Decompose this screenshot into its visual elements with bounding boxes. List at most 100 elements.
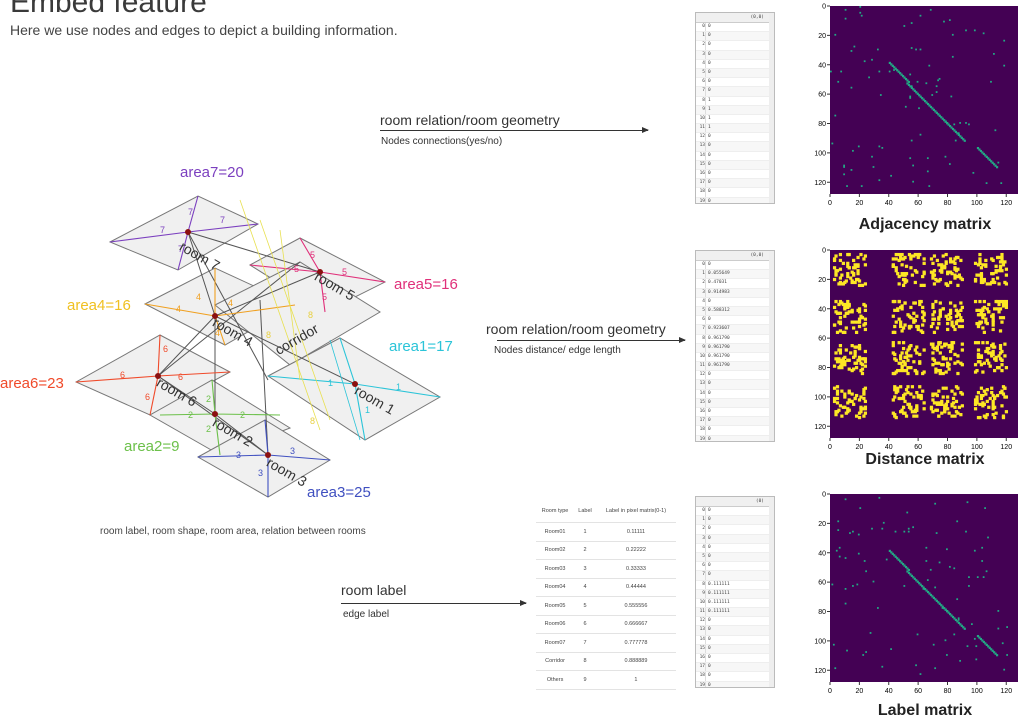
table-cell: 6: [574, 615, 596, 634]
table-cell: Room04: [536, 578, 575, 597]
y-tick-label: 120: [814, 424, 826, 431]
relation-label-1: room relation/room geometry: [380, 112, 560, 128]
svg-text:3: 3: [236, 450, 241, 460]
data-column-header: (0,0): [696, 13, 774, 23]
x-tick-label: 0: [828, 688, 832, 695]
area-label-7: area7=20: [180, 164, 244, 181]
x-tick-label: 100: [971, 444, 983, 451]
y-tick-label: 40: [818, 62, 826, 69]
x-tick-label: 120: [1000, 200, 1012, 207]
x-tick-label: 40: [885, 688, 893, 695]
y-tick-label: 80: [818, 365, 826, 372]
scrollbar[interactable]: [769, 251, 774, 441]
table-cell: 1: [595, 670, 676, 690]
y-tick-label: 40: [818, 306, 826, 313]
room-label-table: Room type Label Label in pixel matrix(0-…: [536, 500, 676, 690]
svg-text:7: 7: [178, 244, 183, 254]
table-cell: 0.666667: [595, 615, 676, 634]
y-tick-label: 60: [818, 580, 826, 587]
y-tick-label: 100: [814, 150, 826, 157]
relation-label-3: room label: [341, 582, 407, 598]
svg-text:7: 7: [220, 215, 225, 225]
room-nodes: [155, 229, 358, 458]
table-cell: Room07: [536, 633, 575, 653]
matrix-cells: [830, 6, 1006, 187]
matrix-title-distance: Distance matrix: [865, 451, 985, 468]
svg-text:2: 2: [188, 410, 193, 420]
relation-label-2: room relation/room geometry: [486, 321, 666, 337]
arrow-3: [341, 600, 527, 606]
svg-text:4: 4: [215, 328, 220, 338]
x-tick-label: 60: [914, 200, 922, 207]
table-cell: 0.555556: [595, 596, 676, 616]
y-tick-label: 80: [818, 609, 826, 616]
table-header: Room type: [536, 500, 575, 523]
x-tick-label: 120: [1000, 444, 1012, 451]
x-tick-label: 60: [914, 444, 922, 451]
table-cell: Room05: [536, 596, 575, 616]
svg-text:6: 6: [163, 344, 168, 354]
area-label-3: area3=25: [307, 484, 371, 501]
y-tick-label: 60: [818, 92, 826, 99]
svg-text:6: 6: [120, 370, 125, 380]
matrix-title-adjacency: Adjacency matrix: [858, 216, 992, 233]
svg-text:3: 3: [290, 446, 295, 456]
svg-text:2: 2: [240, 410, 245, 420]
table-cell: 0.33333: [595, 559, 676, 579]
relation-sub-1: Nodes connections(yes/no): [381, 136, 503, 147]
y-tick-label: 120: [814, 668, 826, 675]
y-tick-label: 0: [822, 492, 826, 499]
table-cell: Room03: [536, 559, 575, 579]
svg-text:8: 8: [266, 330, 271, 340]
y-tick-label: 0: [822, 248, 826, 255]
x-tick-label: 100: [971, 200, 983, 207]
x-tick-label: 20: [855, 200, 863, 207]
svg-text:7: 7: [188, 207, 193, 217]
table-cell: 2: [574, 541, 596, 560]
area-label-6: area6=23: [0, 375, 64, 392]
y-tick-label: 100: [814, 638, 826, 645]
svg-text:3: 3: [258, 468, 263, 478]
scrollbar[interactable]: [769, 13, 774, 203]
matrix-cells: [831, 496, 1009, 675]
x-tick-label: 40: [885, 200, 893, 207]
matrix-cells: [832, 252, 1009, 420]
svg-text:8: 8: [310, 416, 315, 426]
y-tick-label: 80: [818, 121, 826, 128]
x-tick-label: 80: [944, 688, 952, 695]
scrollbar[interactable]: [769, 497, 774, 687]
svg-text:8: 8: [308, 310, 313, 320]
table-cell: 5: [574, 596, 596, 616]
svg-text:4: 4: [176, 304, 181, 314]
x-tick-label: 80: [944, 444, 952, 451]
svg-text:5: 5: [294, 264, 299, 274]
